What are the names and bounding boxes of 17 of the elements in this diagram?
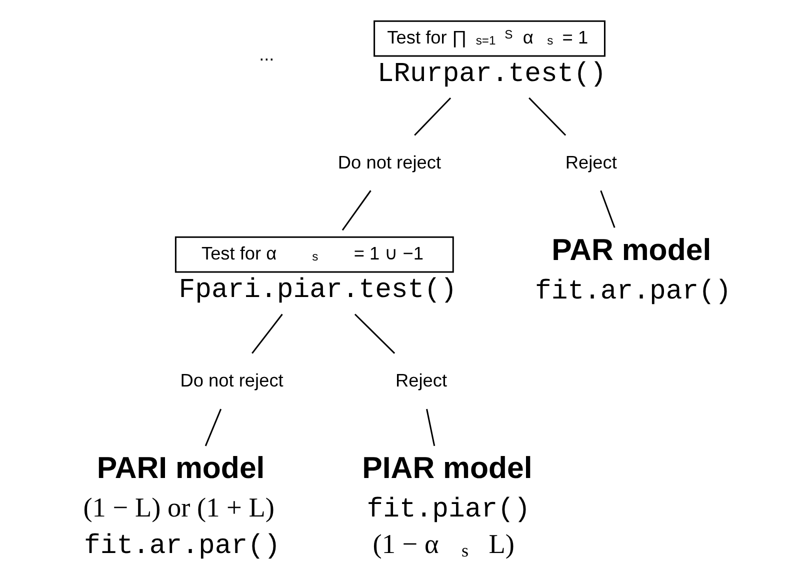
node-text: Reject [565,152,617,172]
connector [426,408,436,446]
node-text: PAR model fit.ar.par() [535,234,732,308]
connector [600,190,616,228]
connector [354,314,396,354]
node-text: Do not reject [180,370,284,391]
connector [528,97,566,136]
connector [252,314,283,354]
node-label: Fpari.piar.test() [178,274,457,306]
connector [414,97,452,136]
connector [204,408,222,446]
node-label: LRurpar.test() [377,58,606,90]
node-text: Reject [396,370,448,391]
connector [342,190,372,231]
node-text: Do not reject [338,152,442,172]
node-text: PARI model (1 − L) or (1 + L) fit.ar.par() [83,452,280,562]
label: ... [259,44,274,65]
